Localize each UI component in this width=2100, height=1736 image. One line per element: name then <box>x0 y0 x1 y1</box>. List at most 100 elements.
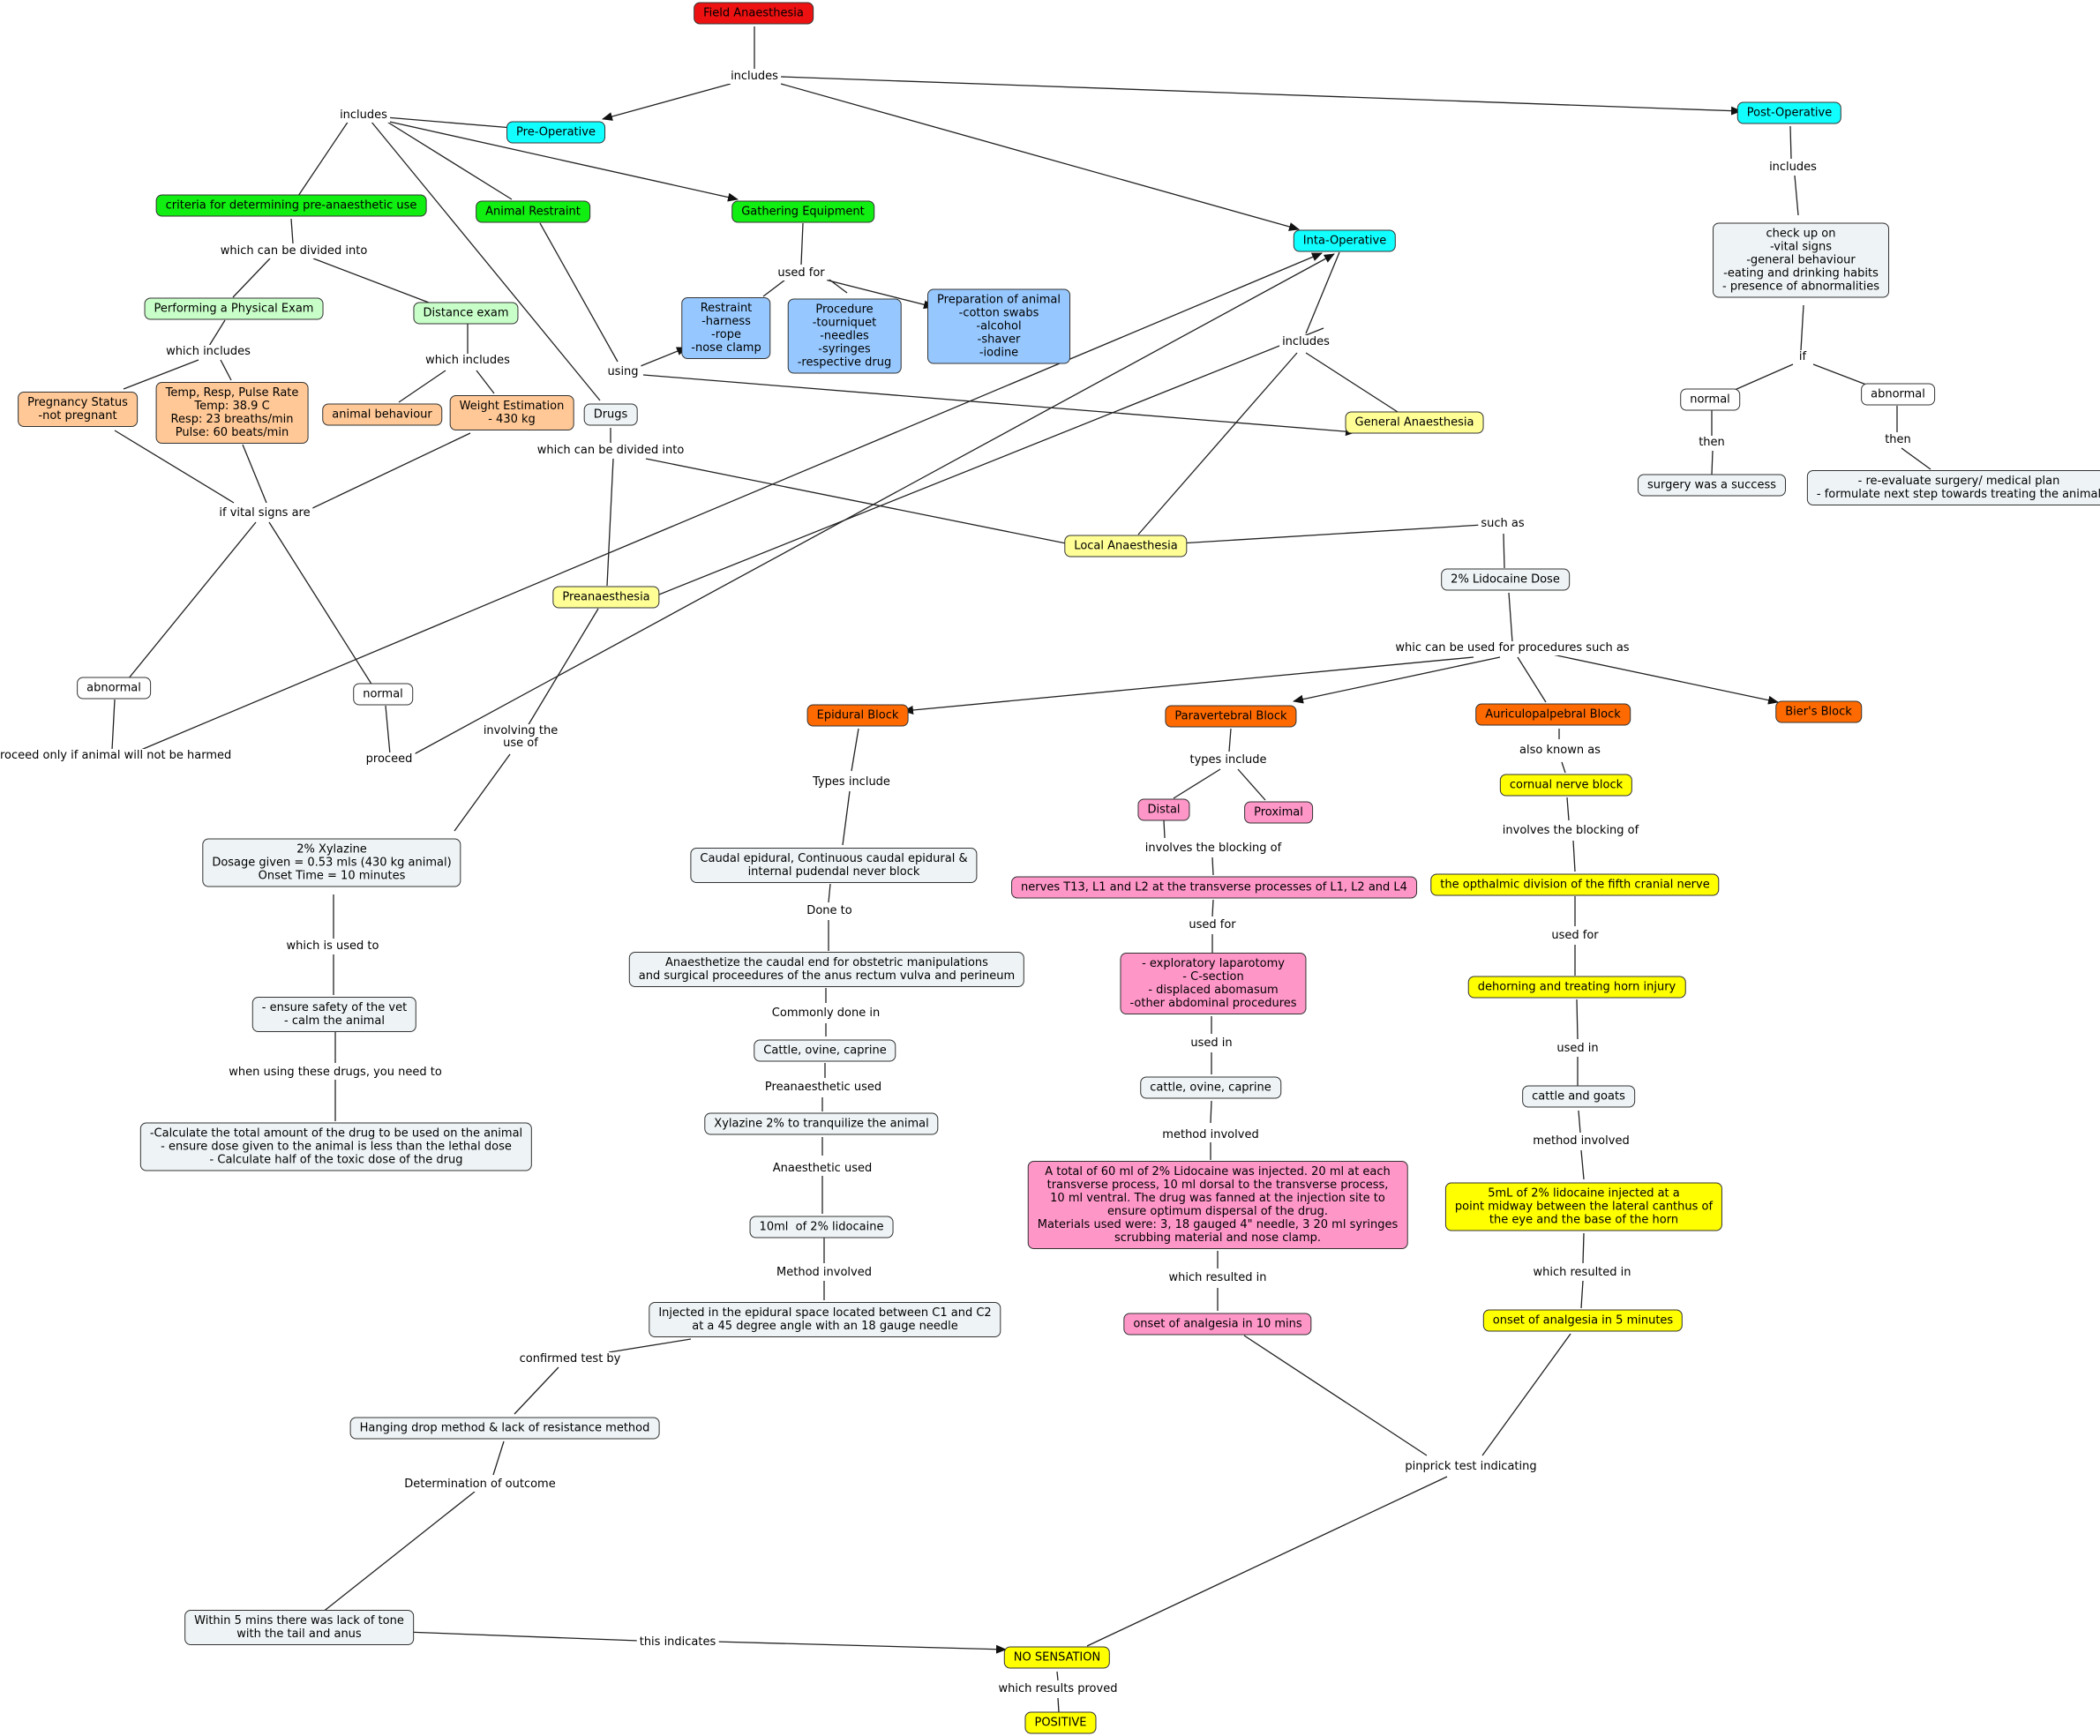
reevaluate-node[interactable]: - re-evaluate surgery/ medical plan - fo… <box>1806 470 2100 505</box>
pv-onset-node[interactable]: onset of analgesia in 10 mins <box>1123 1313 1312 1336</box>
pv-method-label: method involved <box>1159 1128 1262 1142</box>
au-aka-label: also known as <box>1517 744 1603 758</box>
ep-xylazine-node[interactable]: Xylazine 2% to tranquilize the animal <box>704 1112 939 1135</box>
vital-signs-link-label: if vital signs are <box>216 506 313 520</box>
normal-node[interactable]: normal <box>353 683 413 706</box>
physical-exam-node[interactable]: Performing a Physical Exam <box>144 297 324 320</box>
ep-cattle-node[interactable]: Cattle, ovine, caprine <box>754 1039 896 1062</box>
ep-anaesthetize-node[interactable]: Anaesthetize the caudal end for obstetri… <box>628 952 1025 987</box>
pv-used-for-label: used for <box>1186 918 1239 932</box>
no-sensation-node[interactable]: NO SENSATION <box>1003 1646 1111 1669</box>
checkup-node[interactable]: check up on -vital signs -general behavi… <box>1713 222 1889 298</box>
used-for-label: used for <box>775 266 828 281</box>
pregnancy-status-node[interactable]: Pregnancy Status -not pregnant <box>18 392 138 427</box>
pv-uses-node[interactable]: - exploratory laparotomy - C-section - d… <box>1120 953 1307 1014</box>
root-includes-label: includes <box>728 70 781 84</box>
post-abnormal-node[interactable]: abnormal <box>1861 383 1935 406</box>
preparation-node[interactable]: Preparation of animal -cotton swabs -alc… <box>927 288 1070 364</box>
involving-label: involving the use of <box>480 724 561 751</box>
ep-anaes-used-label: Anaesthetic used <box>769 1162 875 1176</box>
criteria-node[interactable]: criteria for determining pre-anaesthetic… <box>155 194 427 217</box>
au-used-in-label: used in <box>1554 1042 1601 1056</box>
pv-total-node[interactable]: A total of 60 ml of 2% Lidocaine was inj… <box>1027 1161 1408 1249</box>
vital-signs-node[interactable]: Temp, Resp, Pulse Rate Temp: 38.9 C Resp… <box>155 382 309 444</box>
using-label: using <box>604 365 641 379</box>
pv-cattle-node[interactable]: cattle, ovine, caprine <box>1140 1076 1281 1099</box>
au-onset-node[interactable]: onset of analgesia in 5 minutes <box>1482 1309 1684 1332</box>
lidocaine-dose-node[interactable]: 2% Lidocaine Dose <box>1441 568 1570 591</box>
paravertebral-block-node[interactable]: Paravertebral Block <box>1165 705 1297 728</box>
au-dehorning-node[interactable]: dehorning and treating horn injury <box>1467 976 1686 999</box>
ep-method-label: Method involved <box>774 1266 874 1280</box>
pv-used-in-label: used in <box>1188 1036 1235 1051</box>
ep-determination-label: Determination of outcome <box>401 1478 559 1492</box>
pre-operative-node[interactable]: Pre-Operative <box>506 121 605 144</box>
pre-includes-label: includes <box>337 108 390 123</box>
success-node[interactable]: surgery was a success <box>1637 474 1787 497</box>
au-method-label: method involved <box>1530 1134 1632 1149</box>
ep-lidocaine-node[interactable]: 10ml of 2% lidocaine <box>749 1216 894 1238</box>
au-cattle-node[interactable]: cattle and goats <box>1522 1085 1635 1108</box>
pv-distal-node[interactable]: Distal <box>1137 798 1190 821</box>
ep-types-label: Types include <box>810 775 893 789</box>
gathering-equipment-node[interactable]: Gathering Equipment <box>731 200 874 223</box>
preanaesthesia-node[interactable]: Preanaesthesia <box>552 586 660 609</box>
pv-types-label: types include <box>1187 753 1270 767</box>
post-operative-node[interactable]: Post-Operative <box>1736 101 1842 124</box>
intra-operative-node[interactable]: Inta-Operative <box>1293 229 1397 252</box>
ep-pre-used-label: Preanaesthetic used <box>761 1081 885 1095</box>
then-abnormal-label: then <box>1882 433 1914 447</box>
procedure-node[interactable]: Procedure -tourniquet -needles -syringes… <box>787 298 902 374</box>
ep-caudal-node[interactable]: Caudal epidural, Continuous caudal epidu… <box>690 848 978 883</box>
animal-behaviour-node[interactable]: animal behaviour <box>322 403 442 426</box>
proceed-label: proceed <box>363 752 416 767</box>
xylazine-node[interactable]: 2% Xylazine Dosage given = 0.53 mls (430… <box>202 838 461 887</box>
calculate-node[interactable]: -Calculate the total amount of the drug … <box>139 1122 533 1171</box>
procedures-link-label: whic can be used for procedures such as <box>1392 641 1632 655</box>
field-anaesthesia-node[interactable]: Field Anaesthesia <box>694 2 814 25</box>
need-to-label: when using these drugs, you need to <box>226 1066 445 1080</box>
animal-restraint-node[interactable]: Animal Restraint <box>476 200 590 223</box>
if-label: if <box>1796 350 1810 364</box>
abnormal-node[interactable]: abnormal <box>77 677 151 700</box>
safety-node[interactable]: - ensure safety of the vet - calm the an… <box>251 997 417 1032</box>
distance-exam-node[interactable]: Distance exam <box>413 302 519 325</box>
drugs-link-label: which can be divided into <box>534 444 687 458</box>
biers-block-node[interactable]: Bier's Block <box>1775 700 1862 723</box>
then-normal-label: then <box>1696 436 1728 450</box>
au-used-for-label: used for <box>1549 929 1601 943</box>
weight-estimation-node[interactable]: Weight Estimation - 430 kg <box>449 395 574 430</box>
epidural-block-node[interactable]: Epidural Block <box>806 704 909 727</box>
ep-indicates-label: this indicates <box>636 1635 719 1650</box>
general-anaesthesia-node[interactable]: General Anaesthesia <box>1345 411 1484 434</box>
restraint-node[interactable]: Restraint -harness -rope -nose clamp <box>681 297 771 359</box>
post-includes-label: includes <box>1766 161 1819 175</box>
local-anaesthesia-node[interactable]: Local Anaesthesia <box>1064 535 1188 557</box>
au-5ml-node[interactable]: 5mL of 2% lidocaine injected at a point … <box>1444 1182 1723 1231</box>
au-cornual-node[interactable]: cornual nerve block <box>1499 774 1633 797</box>
pv-involves-label: involves the blocking of <box>1142 842 1285 856</box>
intra-includes-label: includes <box>1279 335 1332 349</box>
ep-within-node[interactable]: Within 5 mins there was lack of tone wit… <box>184 1610 414 1645</box>
ep-confirmed-label: confirmed test by <box>516 1352 624 1366</box>
ep-hanging-drop-node[interactable]: Hanging drop method & lack of resistance… <box>349 1417 660 1440</box>
drugs-node[interactable]: Drugs <box>583 403 638 426</box>
auriculopalpebral-block-node[interactable]: Auriculopalpebral Block <box>1475 703 1631 726</box>
au-opthalmic-node[interactable]: the opthalmic division of the fifth cran… <box>1430 873 1720 896</box>
such-as-label: such as <box>1478 517 1527 531</box>
criteria-link-label: which can be divided into <box>217 244 371 258</box>
au-involves-label: involves the blocking of <box>1499 824 1642 838</box>
pv-nerves-node[interactable]: nerves T13, L1 and L2 at the transverse … <box>1011 876 1417 899</box>
ep-common-label: Commonly done in <box>769 1006 883 1021</box>
pv-proximal-node[interactable]: Proximal <box>1244 801 1313 824</box>
ep-injected-node[interactable]: Injected in the epidural space located b… <box>649 1302 1001 1337</box>
de-includes-label: which includes <box>423 354 513 368</box>
positive-node[interactable]: POSITIVE <box>1024 1711 1097 1734</box>
post-normal-node[interactable]: normal <box>1680 388 1740 411</box>
au-resulted-label: which resulted in <box>1530 1266 1634 1280</box>
pinprick-label: pinprick test indicating <box>1402 1460 1540 1474</box>
pe-includes-label: which includes <box>163 345 253 359</box>
used-to-label: which is used to <box>283 939 382 954</box>
